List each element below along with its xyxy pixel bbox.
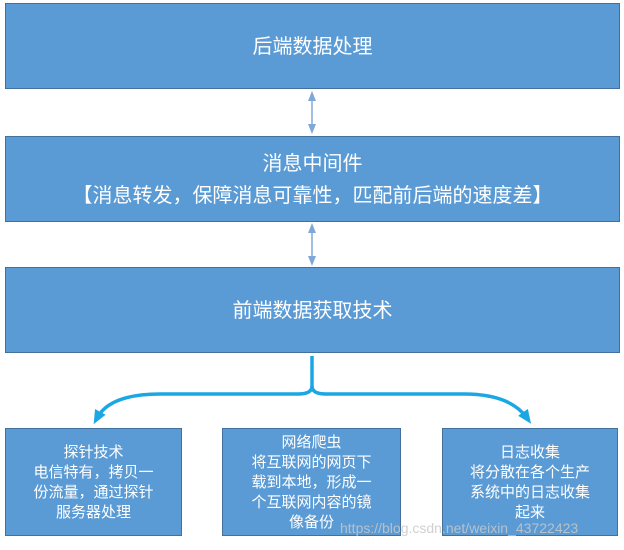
leaf-line: 日志收集 — [499, 443, 560, 461]
leaf-line: 将分散在各个生产 — [469, 463, 590, 481]
message-middleware-title: 消息中间件 — [262, 151, 363, 175]
watermark-text: https://blog.csdn.net/weixin_43722423 — [340, 520, 579, 536]
frontend-to-probe-arrow — [93, 356, 314, 425]
frontend-to-log-arrow — [310, 385, 532, 424]
frontend-acquisition-box: 前端数据获取技术 — [5, 267, 620, 353]
leaf-line: 系统中的日志收集 — [469, 483, 590, 501]
leaf-line: 服务器处理 — [55, 503, 131, 521]
backend-processing-box: 后端数据处理 — [5, 3, 620, 89]
leaf-line: 像备份 — [288, 513, 334, 531]
log-collection-box: 日志收集 将分散在各个生产 系统中的日志收集 起来 — [442, 428, 618, 536]
leaf-line: 份流量，通过探针 — [33, 483, 154, 501]
leaf-line: 个互联网内容的镜 — [251, 493, 372, 511]
message-middleware-subtitle: 【消息转发，保障消息可靠性，匹配前后端的速度差】 — [72, 183, 553, 207]
leaf-line: 将互联网的网页下 — [251, 453, 372, 471]
message-middleware-box: 消息中间件 【消息转发，保障消息可靠性，匹配前后端的速度差】 — [5, 136, 620, 222]
leaf-line: 载到本地，形成一 — [251, 473, 372, 491]
web-crawler-box: 网络爬虫 将互联网的网页下 载到本地，形成一 个互联网内容的镜 像备份 — [222, 428, 401, 536]
leaf-line: 探针技术 — [63, 443, 124, 461]
backend-processing-title: 后端数据处理 — [252, 34, 373, 58]
leaf-line: 网络爬虫 — [281, 433, 342, 451]
leaf-line: 起来 — [514, 503, 545, 521]
leaf-line: 电信特有，拷贝一 — [33, 463, 154, 481]
probe-technology-box: 探针技术 电信特有，拷贝一 份流量，通过探针 服务器处理 — [5, 428, 182, 536]
frontend-acquisition-title: 前端数据获取技术 — [232, 298, 393, 322]
